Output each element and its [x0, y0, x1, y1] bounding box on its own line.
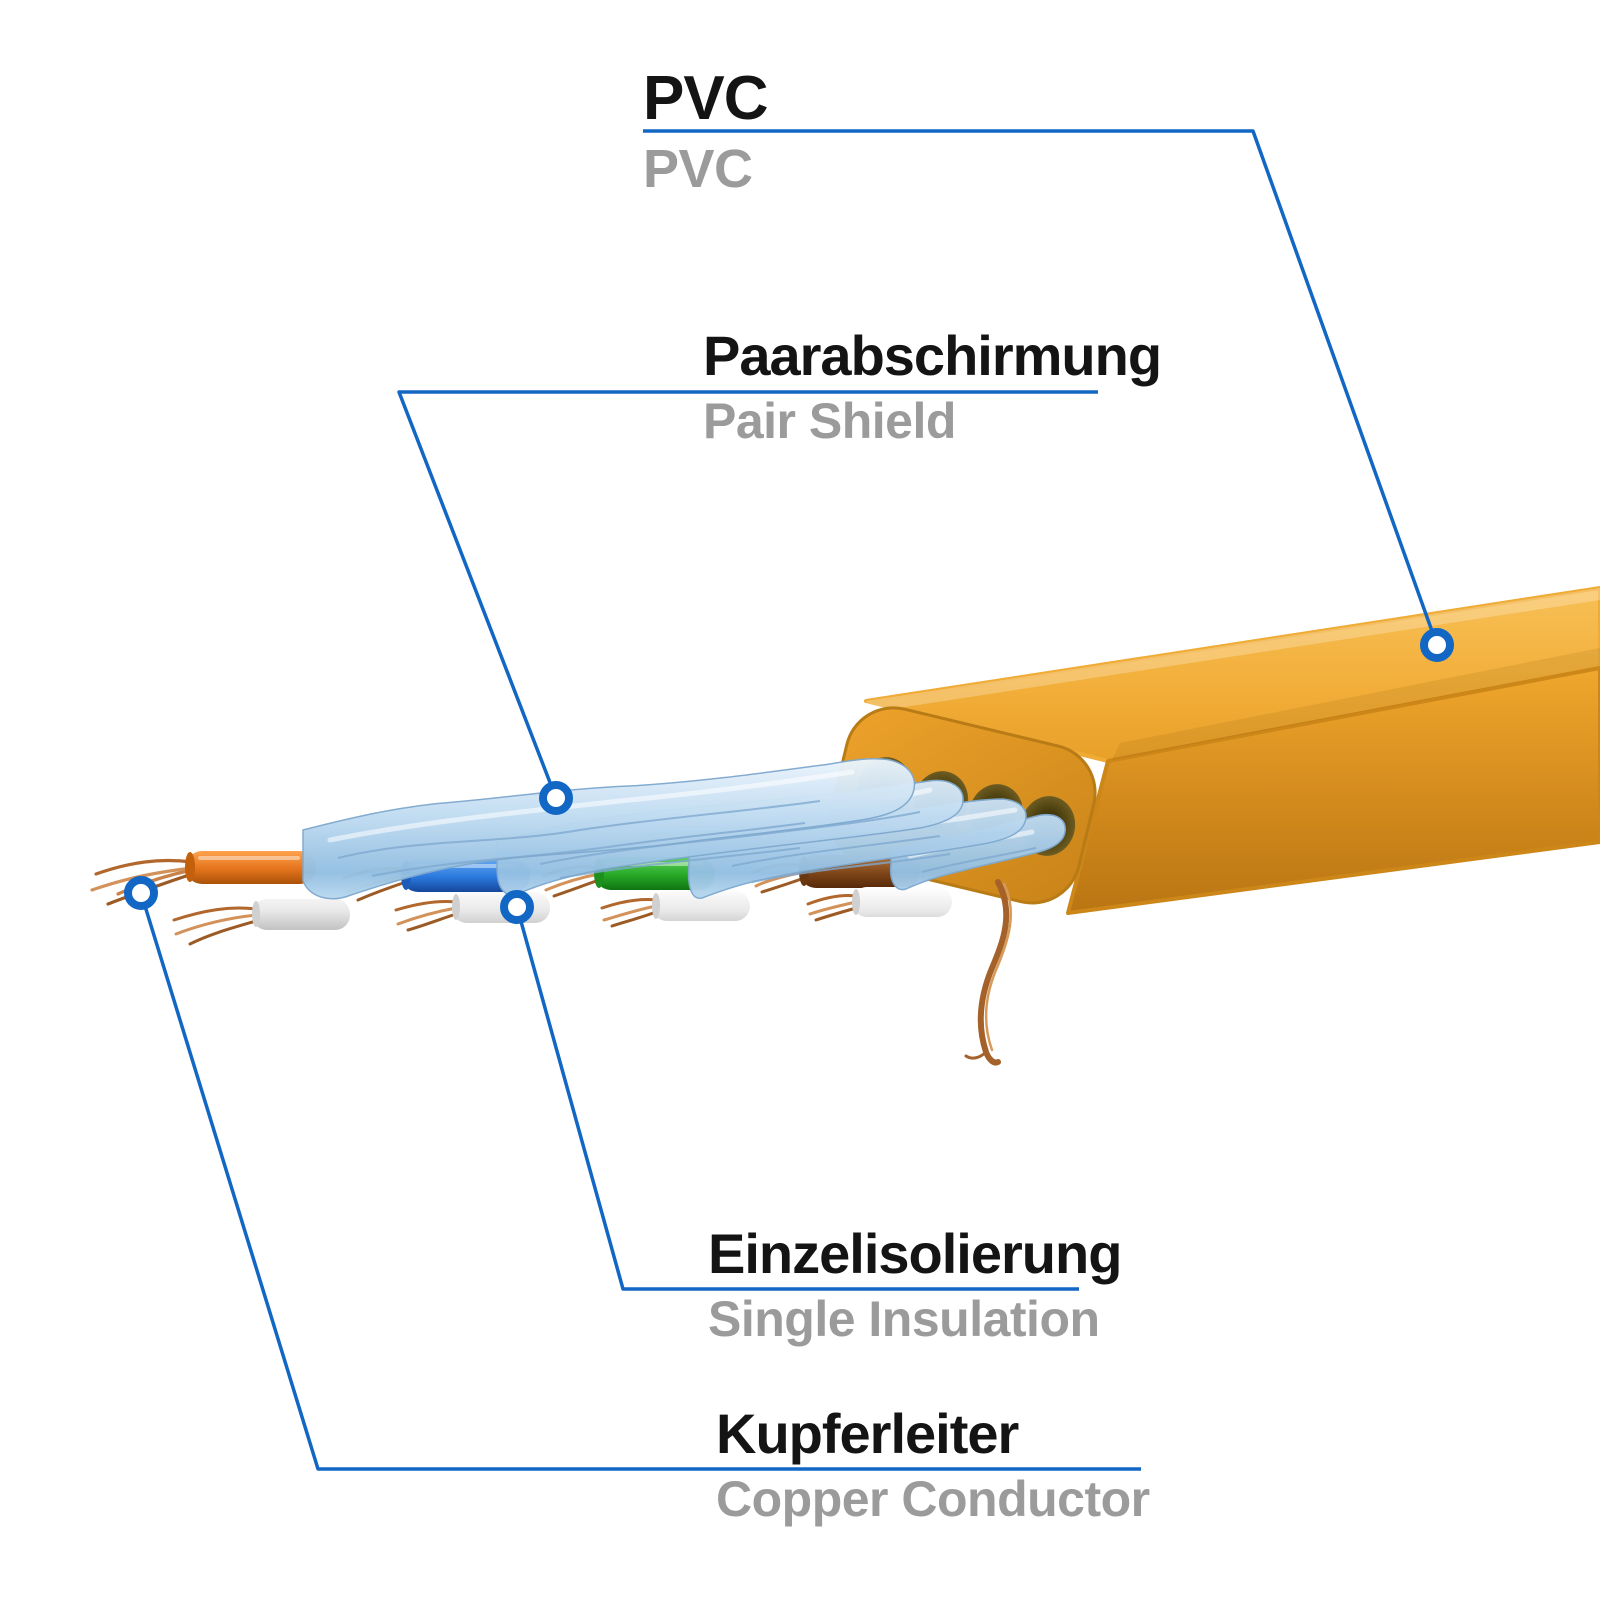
- label-copper-conductor: Kupferleiter Copper Conductor: [716, 1402, 1150, 1527]
- label-pair-shield-title: Paarabschirmung: [703, 324, 1162, 387]
- label-copper-conductor-title: Kupferleiter: [716, 1402, 1019, 1465]
- label-pvc-subtitle: PVC: [643, 139, 753, 199]
- callout-line-pvc: [643, 129, 1439, 646]
- label-pair-shield-subtitle: Pair Shield: [703, 393, 956, 449]
- callout-line-pair-shield: [397, 390, 1098, 799]
- label-single-insulation-subtitle: Single Insulation: [708, 1291, 1100, 1347]
- wire-white-3-cut: [652, 893, 660, 919]
- label-copper-conductor-subtitle: Copper Conductor: [716, 1471, 1150, 1527]
- callout-line-single-insulation: [515, 906, 1079, 1291]
- callout-marker-pair-shield: [539, 781, 573, 815]
- copper-strands-white3: [600, 898, 658, 928]
- wire-white-3: [652, 891, 750, 921]
- label-single-insulation: Einzelisolierung Single Insulation: [708, 1222, 1122, 1347]
- label-pvc-title: PVC: [643, 64, 768, 133]
- copper-strands-white4: [806, 894, 858, 922]
- wire-orange-cut: [185, 852, 195, 882]
- copper-strands-white1: [172, 906, 258, 946]
- copper-strands-white2: [394, 900, 458, 932]
- drain-wire: [964, 879, 1012, 1066]
- cable-front-edge-shade: [1112, 648, 1600, 760]
- callout-marker-pvc: [1420, 628, 1454, 662]
- pair-orange: [90, 758, 916, 946]
- wire-white-1-cut: [252, 901, 260, 927]
- wire-white-4-cut: [852, 889, 860, 915]
- wire-white-2-cut: [452, 894, 460, 920]
- label-pair-shield: Paarabschirmung Pair Shield: [703, 324, 1162, 449]
- callout-line-copper-conductor: [139, 892, 1141, 1471]
- wire-white-4: [852, 887, 952, 917]
- cable-top-edge-highlight: [866, 588, 1600, 712]
- cable-front-face: [1066, 666, 1600, 915]
- label-single-insulation-title: Einzelisolierung: [708, 1222, 1122, 1285]
- callout-marker-single-insulation: [500, 890, 534, 924]
- label-pvc: PVC PVC: [643, 64, 768, 199]
- wire-white-1: [252, 899, 350, 930]
- callout-marker-copper-conductor: [124, 876, 158, 910]
- wire-orange: [186, 851, 316, 884]
- callouts: [124, 129, 1454, 1471]
- twisted-pairs: [90, 758, 1066, 946]
